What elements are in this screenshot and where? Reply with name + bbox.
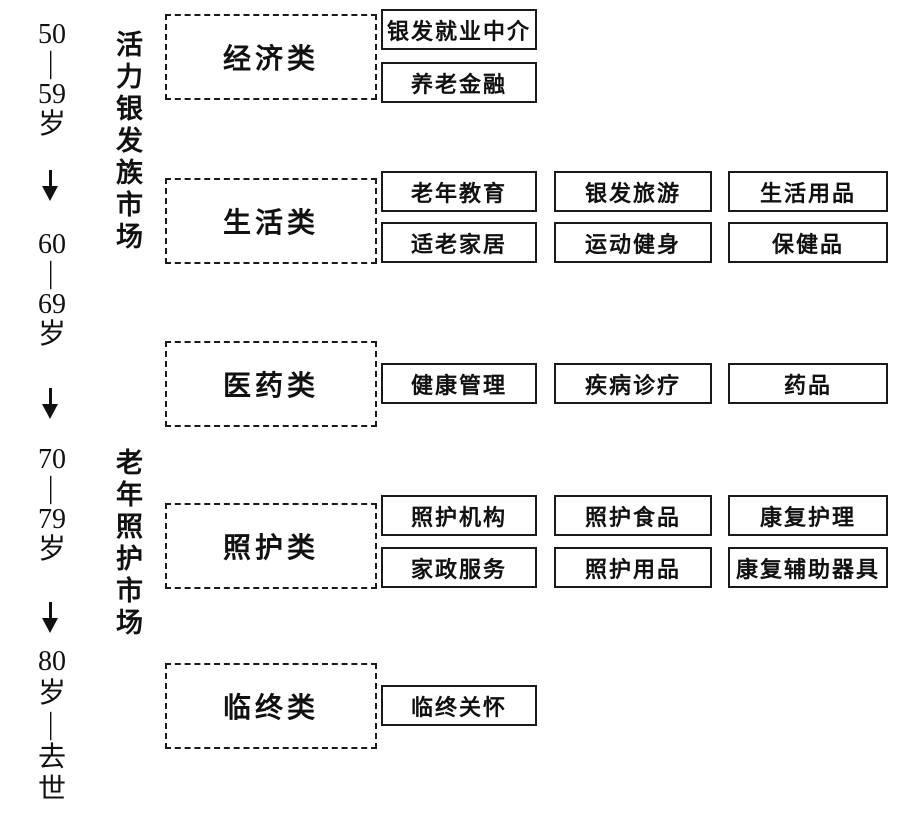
down-arrow-icon [38, 388, 62, 420]
age-number: 60 [38, 229, 66, 260]
arrow-stem [48, 602, 52, 618]
age-unit: 岁 [37, 319, 66, 350]
item-box: 照护用品 [554, 547, 712, 588]
item-box: 银发就业中介 [381, 9, 537, 50]
age-unit: 岁 [37, 534, 66, 565]
age-range-80-to-death: 80 岁 — 去 世 [28, 646, 76, 806]
category-economy: 经济类 [165, 14, 377, 100]
arrow-stem [48, 170, 52, 186]
range-dash: — [37, 476, 68, 504]
market-label-elderly-care: 老年照护市场 [112, 448, 142, 640]
category-care: 照护类 [165, 503, 377, 589]
market-label-active-silver: 活力银发族市场 [112, 30, 142, 254]
item-box: 运动健身 [554, 222, 712, 263]
item-box: 照护食品 [554, 495, 712, 536]
age-number: 59 [38, 79, 66, 110]
item-box: 银发旅游 [554, 171, 712, 212]
age-number: 80 [38, 646, 66, 677]
item-box: 养老金融 [381, 62, 537, 103]
item-box: 康复护理 [728, 495, 888, 536]
item-box: 药品 [728, 363, 888, 404]
age-number: 79 [38, 504, 66, 535]
age-number: 50 [38, 19, 66, 50]
age-unit: 岁 [37, 109, 66, 140]
item-box: 照护机构 [381, 495, 537, 536]
item-box: 保健品 [728, 222, 888, 263]
item-box: 适老家居 [381, 222, 537, 263]
item-box: 老年教育 [381, 171, 537, 212]
down-arrow-icon [38, 170, 62, 202]
category-end-of-life: 临终类 [165, 663, 377, 749]
item-box: 疾病诊疗 [554, 363, 712, 404]
down-arrow-icon [38, 602, 62, 634]
range-dash: — [37, 712, 68, 740]
arrow-head [42, 404, 58, 419]
category-lifestyle: 生活类 [165, 178, 377, 264]
age-text: 世 [37, 774, 66, 805]
item-box: 临终关怀 [381, 685, 537, 726]
range-dash: — [37, 51, 68, 79]
arrow-stem [48, 388, 52, 404]
age-range-70-79: 70 — 79 岁 [28, 445, 76, 565]
age-unit: 岁 [37, 678, 66, 709]
item-box: 生活用品 [728, 171, 888, 212]
arrow-head [42, 186, 58, 201]
item-box: 康复辅助器具 [728, 547, 888, 588]
age-number: 69 [38, 289, 66, 320]
arrow-head [42, 618, 58, 633]
age-range-50-59: 50 — 59 岁 [28, 20, 76, 140]
category-medical: 医药类 [165, 341, 377, 427]
range-dash: — [37, 261, 68, 289]
item-box: 健康管理 [381, 363, 537, 404]
age-range-60-69: 60 — 69 岁 [28, 230, 76, 350]
item-box: 家政服务 [381, 547, 537, 588]
age-number: 70 [38, 444, 66, 475]
age-text: 去 [37, 742, 66, 773]
